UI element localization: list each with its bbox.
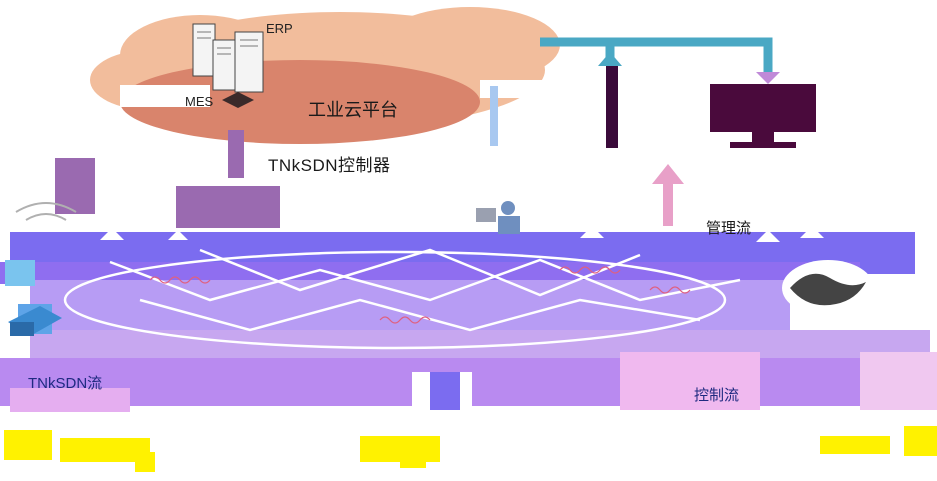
tsn-stream-label: TNkSDN流 — [28, 375, 103, 392]
management-stream-label: 管理流 — [706, 220, 752, 237]
cloud-pipe — [540, 37, 773, 74]
mes-label: MES — [185, 94, 214, 109]
ring-lines — [63, 248, 741, 350]
server-icon — [192, 23, 264, 108]
controller-link — [55, 130, 280, 228]
control-stream-label: 控制流 — [694, 387, 740, 404]
cloud-platform-title: 工业云平台 — [308, 100, 398, 120]
sdn-controller-label: TNkSDN控制器 — [268, 156, 391, 175]
monitor-icon — [710, 84, 816, 148]
network-band — [0, 232, 937, 412]
wavy-lines — [149, 266, 691, 324]
erp-label: ERP — [266, 21, 293, 36]
wifi-icon — [15, 202, 77, 221]
switch-icon — [8, 306, 62, 336]
management-arrow — [652, 164, 684, 226]
pipe-arrow-up — [598, 52, 622, 66]
switch-markers — [100, 226, 824, 242]
yellow-band — [4, 426, 937, 472]
globe-icon — [782, 260, 874, 316]
cloud-platform — [90, 7, 560, 144]
worker-icon — [476, 201, 520, 234]
uplink-bar — [606, 66, 618, 148]
pipe-arrow-down — [756, 72, 780, 84]
uplink-thin — [490, 86, 498, 146]
